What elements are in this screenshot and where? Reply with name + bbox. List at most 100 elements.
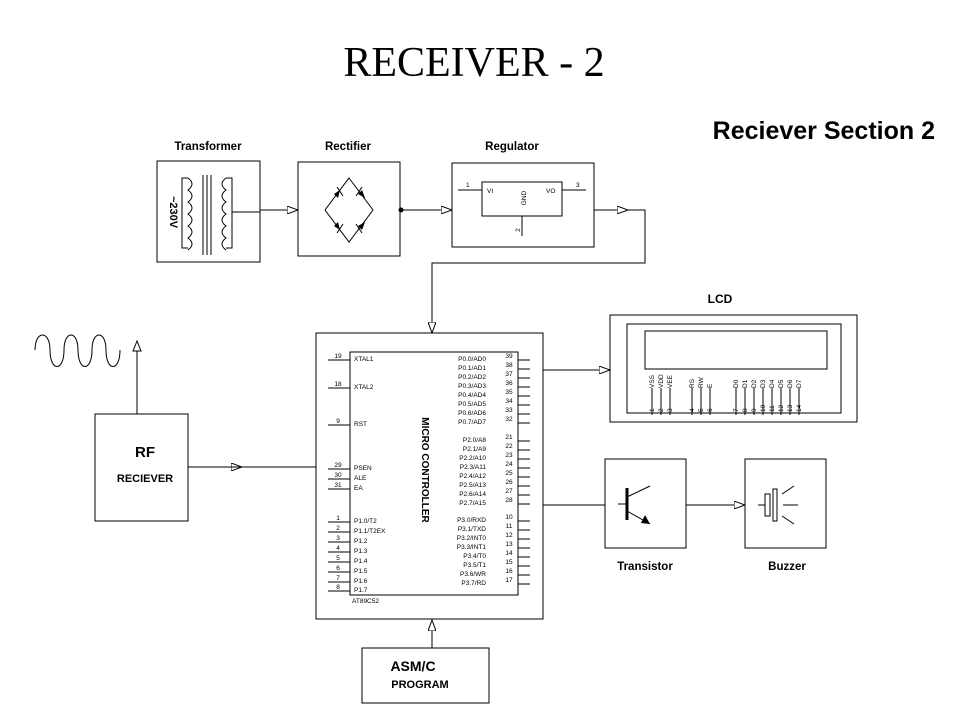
lcd-pin-name: RS bbox=[689, 378, 696, 388]
mcu-left-pin-name: PSEN bbox=[354, 465, 372, 472]
mcu-body-label: MICRO CONTROLLER bbox=[419, 417, 430, 523]
mcu-right-pin-name: P3.0/RXD bbox=[457, 517, 486, 524]
regulator-pin-out: 3 bbox=[576, 182, 580, 189]
lcd-pin-name: D5 bbox=[778, 379, 785, 388]
mcu-right-pin-number: 14 bbox=[505, 550, 513, 557]
mcu-right-pin-number: 33 bbox=[505, 407, 513, 414]
mcu-left-pin-number: 2 bbox=[336, 525, 340, 532]
lcd-pin-name: D4 bbox=[769, 379, 776, 388]
lcd-pin-name: VDD bbox=[658, 374, 665, 388]
mcu-right-pin-number: 13 bbox=[505, 541, 513, 548]
lcd-pin-number: 10 bbox=[760, 404, 767, 412]
lcd-pin-number: 6 bbox=[707, 408, 714, 412]
mcu-left-pin-number: 18 bbox=[334, 381, 342, 388]
lcd-pin-number: 5 bbox=[698, 408, 705, 412]
rf-wave-icon bbox=[34, 334, 121, 367]
mcu-right-pin-number: 38 bbox=[505, 362, 513, 369]
mcu-right-pin-name: P3.4/T0 bbox=[463, 553, 486, 560]
mcu-right-pin-name: P3.6/WR bbox=[460, 571, 486, 578]
mcu-right-pin-name: P2.6/A14 bbox=[459, 491, 486, 498]
lcd-pin-name: D6 bbox=[787, 379, 794, 388]
mcu-right-pin-name: P2.0/A8 bbox=[463, 437, 487, 444]
mcu-right-pin-number: 17 bbox=[505, 577, 513, 584]
mcu-left-pin-name: P1.2 bbox=[354, 538, 368, 545]
regulator-block: 1 3 VI VO GND 2 bbox=[451, 162, 595, 248]
lcd-pin-number: 14 bbox=[796, 404, 803, 412]
mcu-right-pin-number: 11 bbox=[506, 523, 513, 530]
mcu-left-pin-number: 8 bbox=[336, 584, 340, 591]
rf-receiver-block: RF RECIEVER bbox=[94, 413, 189, 522]
mcu-right-pin-number: 39 bbox=[505, 353, 513, 360]
mcu-left-pin-number: 5 bbox=[336, 555, 340, 562]
transformer-voltage: ~230V bbox=[167, 196, 179, 229]
mcu-right-pin-name: P0.1/AD1 bbox=[458, 365, 486, 372]
mcu-right-pin-number: 10 bbox=[505, 514, 513, 521]
mcu-right-pin-number: 36 bbox=[505, 380, 513, 387]
diode-3 bbox=[334, 222, 344, 234]
mcu-right-pin-name: P0.4/AD4 bbox=[458, 392, 486, 399]
mcu-right-pin-name: P2.5/A13 bbox=[459, 482, 486, 489]
lcd-pin-number: 3 bbox=[667, 408, 674, 412]
lcd-pin-number: 4 bbox=[689, 408, 696, 412]
mcu-part-number: AT89C52 bbox=[352, 598, 379, 605]
mcu-left-pin-name: EA bbox=[354, 485, 363, 492]
transistor-label: Transistor bbox=[617, 561, 673, 573]
mcu-left-pin-number: 3 bbox=[336, 535, 340, 542]
mcu-right-pin-name: P3.1/TXD bbox=[458, 526, 486, 533]
lcd-pin-name: D0 bbox=[733, 379, 740, 388]
rectifier-block bbox=[297, 161, 401, 257]
regulator-pin-gnd: 2 bbox=[515, 228, 522, 232]
mcu-right-pin-number: 16 bbox=[505, 568, 513, 575]
mcu-right-pin-name: P0.3/AD3 bbox=[458, 383, 486, 390]
mcu-right-pin-name: P2.4/A12 bbox=[459, 473, 486, 480]
mcu-right-pin-number: 21 bbox=[505, 434, 513, 441]
program-asm-label: ASM/C bbox=[390, 658, 435, 674]
mcu-left-pin-name: P1.3 bbox=[354, 548, 368, 555]
mcu-right-pin-number: 27 bbox=[505, 488, 513, 495]
lcd-pin-name: E bbox=[707, 383, 714, 388]
lcd-pin-number: 2 bbox=[658, 408, 665, 412]
mcu-left-pin-number: 6 bbox=[336, 565, 340, 572]
regulator-vo: VO bbox=[546, 188, 555, 195]
mcu-right-pin-number: 24 bbox=[505, 461, 513, 468]
mcu-left-pin-number: 19 bbox=[334, 353, 342, 360]
lcd-pin-name: D7 bbox=[796, 379, 803, 388]
mcu-right-pin-number: 26 bbox=[505, 479, 513, 486]
slide-title: RECEIVER - 2 bbox=[343, 40, 604, 86]
buzzer-block: Buzzer bbox=[744, 458, 827, 573]
mcu-right-pin-name: P3.2/INT0 bbox=[457, 535, 487, 542]
mcu-right-pin-name: P2.1/A9 bbox=[463, 446, 487, 453]
lcd-pin-number: 1 bbox=[649, 408, 656, 412]
mcu-left-pin-number: 4 bbox=[336, 545, 340, 552]
mcu-left-pin-number: 1 bbox=[336, 515, 340, 522]
transformer-block: ~230V bbox=[156, 160, 261, 263]
mcu-right-pin-name: P2.2/A10 bbox=[459, 455, 486, 462]
lcd-pin-name: VSS bbox=[649, 374, 656, 388]
antenna-icon bbox=[132, 339, 142, 352]
mcu-right-pin-number: 32 bbox=[505, 416, 513, 423]
mcu-right-pin-name: P3.5/T1 bbox=[463, 562, 486, 569]
mcu-left-pin-number: 31 bbox=[334, 482, 342, 489]
mcu-right-pin-name: P2.3/A11 bbox=[460, 464, 487, 471]
rf-receiver-label: RECIEVER bbox=[117, 473, 173, 485]
regulator-pin-in: 1 bbox=[466, 182, 470, 189]
mcu-right-pin-number: 25 bbox=[505, 470, 513, 477]
mcu-right-pins: 39P0.0/AD038P0.1/AD137P0.2/AD236P0.3/AD3… bbox=[457, 353, 530, 587]
mcu-right-pin-name: P2.7/A15 bbox=[459, 500, 486, 507]
lcd-pin-number: 7 bbox=[733, 408, 740, 412]
regulator-label: Regulator bbox=[485, 141, 539, 153]
lcd-pin-name: D3 bbox=[760, 379, 767, 388]
program-block: ASM/C PROGRAM bbox=[361, 647, 490, 704]
mcu-right-pin-number: 22 bbox=[505, 443, 513, 450]
mcu-right-pin-name: P0.5/AD5 bbox=[458, 401, 486, 408]
mcu-left-pin-name: P1.4 bbox=[354, 558, 368, 565]
diode-2 bbox=[355, 186, 365, 198]
mcu-left-pin-name: P1.0/T2 bbox=[354, 518, 377, 525]
mcu-left-pin-name: P1.6 bbox=[354, 578, 368, 585]
transformer-label: Transformer bbox=[174, 141, 242, 153]
mcu-right-pin-number: 15 bbox=[505, 559, 513, 566]
mcu-left-pin-name: P1.5 bbox=[354, 568, 368, 575]
regulator-vi: VI bbox=[487, 188, 493, 195]
